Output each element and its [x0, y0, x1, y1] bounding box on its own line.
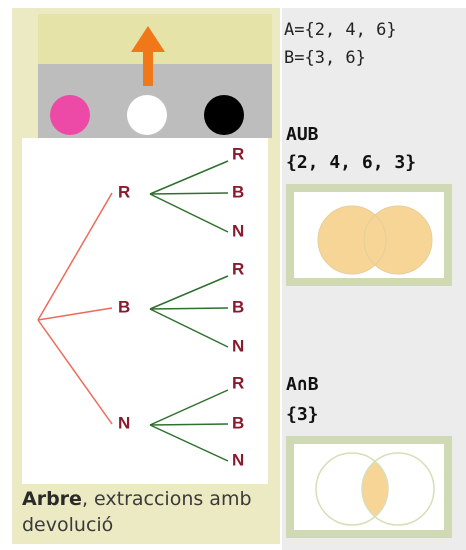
union-result: {2, 4, 6, 3} — [286, 152, 417, 173]
tree-caption: Arbre, extraccions amb devolució — [22, 486, 272, 538]
second-level-label-n-n: N — [232, 450, 244, 469]
intersection-region — [362, 453, 388, 525]
pink-ball — [50, 95, 90, 135]
white-ball — [127, 95, 167, 135]
second-branch-n-n — [149, 424, 229, 462]
black-ball — [204, 95, 244, 135]
first-level-label-b: B — [118, 297, 130, 316]
intersection-circle-a — [315, 452, 389, 526]
second-branch-b-b — [149, 307, 229, 310]
second-level-label-r-n: N — [232, 221, 244, 240]
intersection-venn-canvas — [294, 444, 444, 530]
intersection-result: {3} — [286, 404, 319, 425]
second-branch-n-b — [149, 423, 229, 426]
first-level-label-r: R — [118, 182, 130, 201]
tree-box — [22, 138, 268, 484]
second-level-label-b-b: B — [232, 297, 244, 316]
set-a: A={2, 4, 6} — [284, 20, 397, 40]
set-b: B={3, 6} — [284, 48, 366, 68]
union-label: AUB — [286, 124, 319, 145]
second-level-label-r-r: R — [232, 144, 244, 163]
second-branch-b-n — [149, 308, 229, 348]
second-branch-b-r — [149, 275, 229, 310]
intersection-label-a: A — [286, 374, 297, 395]
second-level-label-n-r: R — [232, 373, 244, 392]
first-branch-n — [37, 319, 113, 425]
second-branch-r-b — [149, 192, 229, 195]
union-venn-canvas — [294, 192, 444, 278]
caption-rest: , extraccions amb devolució — [22, 488, 252, 536]
first-branch-r — [37, 192, 113, 321]
second-branch-n-r — [149, 389, 229, 426]
caption-bold: Arbre — [22, 488, 82, 510]
intersection-label: A∩B — [286, 374, 319, 395]
first-branch-b — [37, 307, 113, 321]
second-branch-r-r — [149, 160, 229, 195]
intersection-symbol: ∩ — [296, 374, 308, 395]
intersection-circle-b — [361, 452, 435, 526]
second-branch-r-n — [149, 193, 229, 233]
second-level-label-b-r: R — [232, 259, 244, 278]
first-level-label-n: N — [118, 413, 130, 432]
intersection-venn — [286, 436, 452, 538]
second-level-label-n-b: B — [232, 413, 244, 432]
union-venn — [286, 184, 452, 286]
up-arrow-icon — [131, 26, 165, 86]
second-level-label-b-n: N — [232, 336, 244, 355]
second-level-label-r-b: B — [232, 182, 244, 201]
intersection-label-b: B — [307, 374, 319, 395]
